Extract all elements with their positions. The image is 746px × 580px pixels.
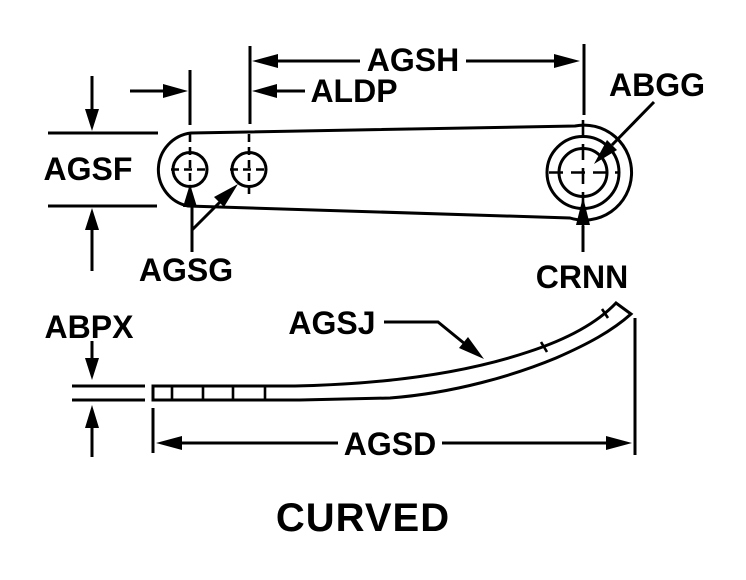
curve-tick-2 (600, 308, 610, 319)
top-view: AGSF AGSH ALDP AGSG ABGG CRNN (44, 42, 705, 295)
side-view: ABPX AGSJ AGSD (45, 301, 637, 462)
arm-outline (156, 123, 634, 222)
curved-strip-outline (151, 301, 634, 402)
agsh-arrow-left-icon (252, 54, 278, 68)
crnn-arrow-icon (576, 197, 590, 225)
abgg-label: ABGG (609, 67, 705, 103)
agsh-label: AGSH (367, 42, 459, 78)
agsj-arrow-icon (459, 337, 484, 359)
aldp-label: ALDP (310, 73, 397, 109)
agsg-leader-diagonal (190, 199, 223, 232)
agsd-arrow-right-icon (606, 436, 632, 450)
view-title: CURVED (276, 496, 450, 540)
abpx-arrow-down-icon (85, 358, 99, 380)
agsf-arrow-up-icon (85, 208, 99, 230)
agsf-arrow-down-icon (85, 109, 99, 131)
aldp-arrow-right-icon (163, 84, 188, 98)
agsj-label: AGSJ (288, 305, 375, 341)
curve-tick-1 (539, 341, 549, 353)
abpx-arrow-up-icon (85, 405, 99, 428)
agsh-arrow-right-icon (554, 54, 580, 68)
abgg-arrow-icon (594, 140, 617, 164)
abgg-leader-line (610, 100, 656, 147)
agsg-arrow-diagonal-icon (214, 184, 238, 207)
agsg-arrow-up-icon (183, 184, 197, 207)
agsg-label: AGSG (139, 252, 233, 288)
agsd-label: AGSD (344, 426, 436, 462)
abpx-label: ABPX (45, 309, 135, 345)
agsf-label: AGSF (44, 151, 133, 187)
aldp-arrow-left-icon (252, 84, 277, 98)
crnn-label: CRNN (536, 259, 628, 295)
agsj-leader-line (384, 320, 466, 346)
agsd-arrow-left-icon (156, 436, 182, 450)
